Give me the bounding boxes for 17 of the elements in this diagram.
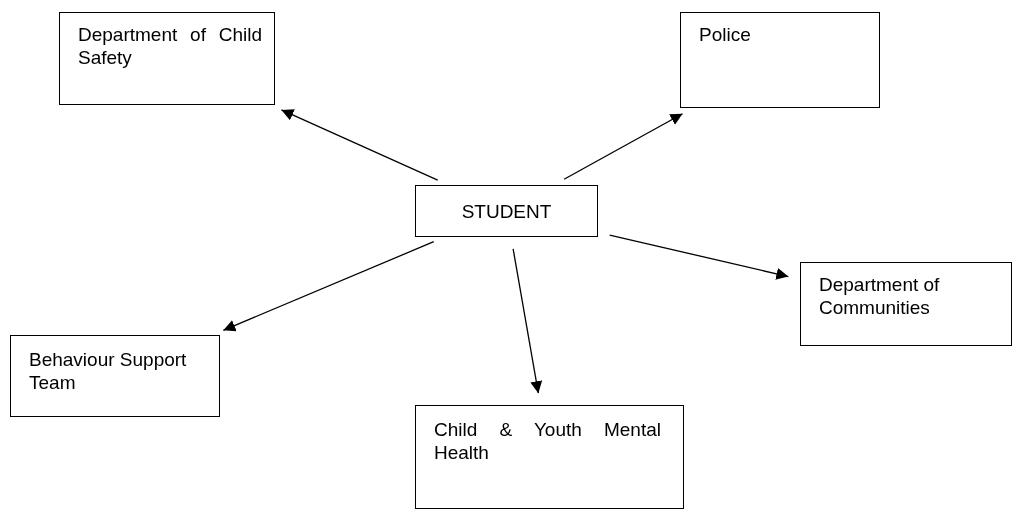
- box-label: Department of Child Safety: [78, 23, 262, 69]
- arrow: [563, 113, 684, 180]
- process-box: [800, 262, 1012, 346]
- process-box: [680, 12, 880, 108]
- process-box: [10, 335, 220, 417]
- arrow: [512, 248, 543, 394]
- arrow: [222, 241, 435, 332]
- process-box: [59, 12, 275, 105]
- box-label: Police: [699, 23, 752, 46]
- box-label: STUDENT: [460, 200, 553, 223]
- process-box: [415, 185, 598, 237]
- box-label: Department of Communities: [819, 273, 941, 319]
- arrow: [280, 109, 439, 181]
- process-box: [415, 405, 684, 509]
- arrow: [609, 234, 789, 280]
- box-label: Child & Youth Mental Health: [434, 418, 661, 464]
- box-label: Behaviour Support Team: [29, 348, 188, 394]
